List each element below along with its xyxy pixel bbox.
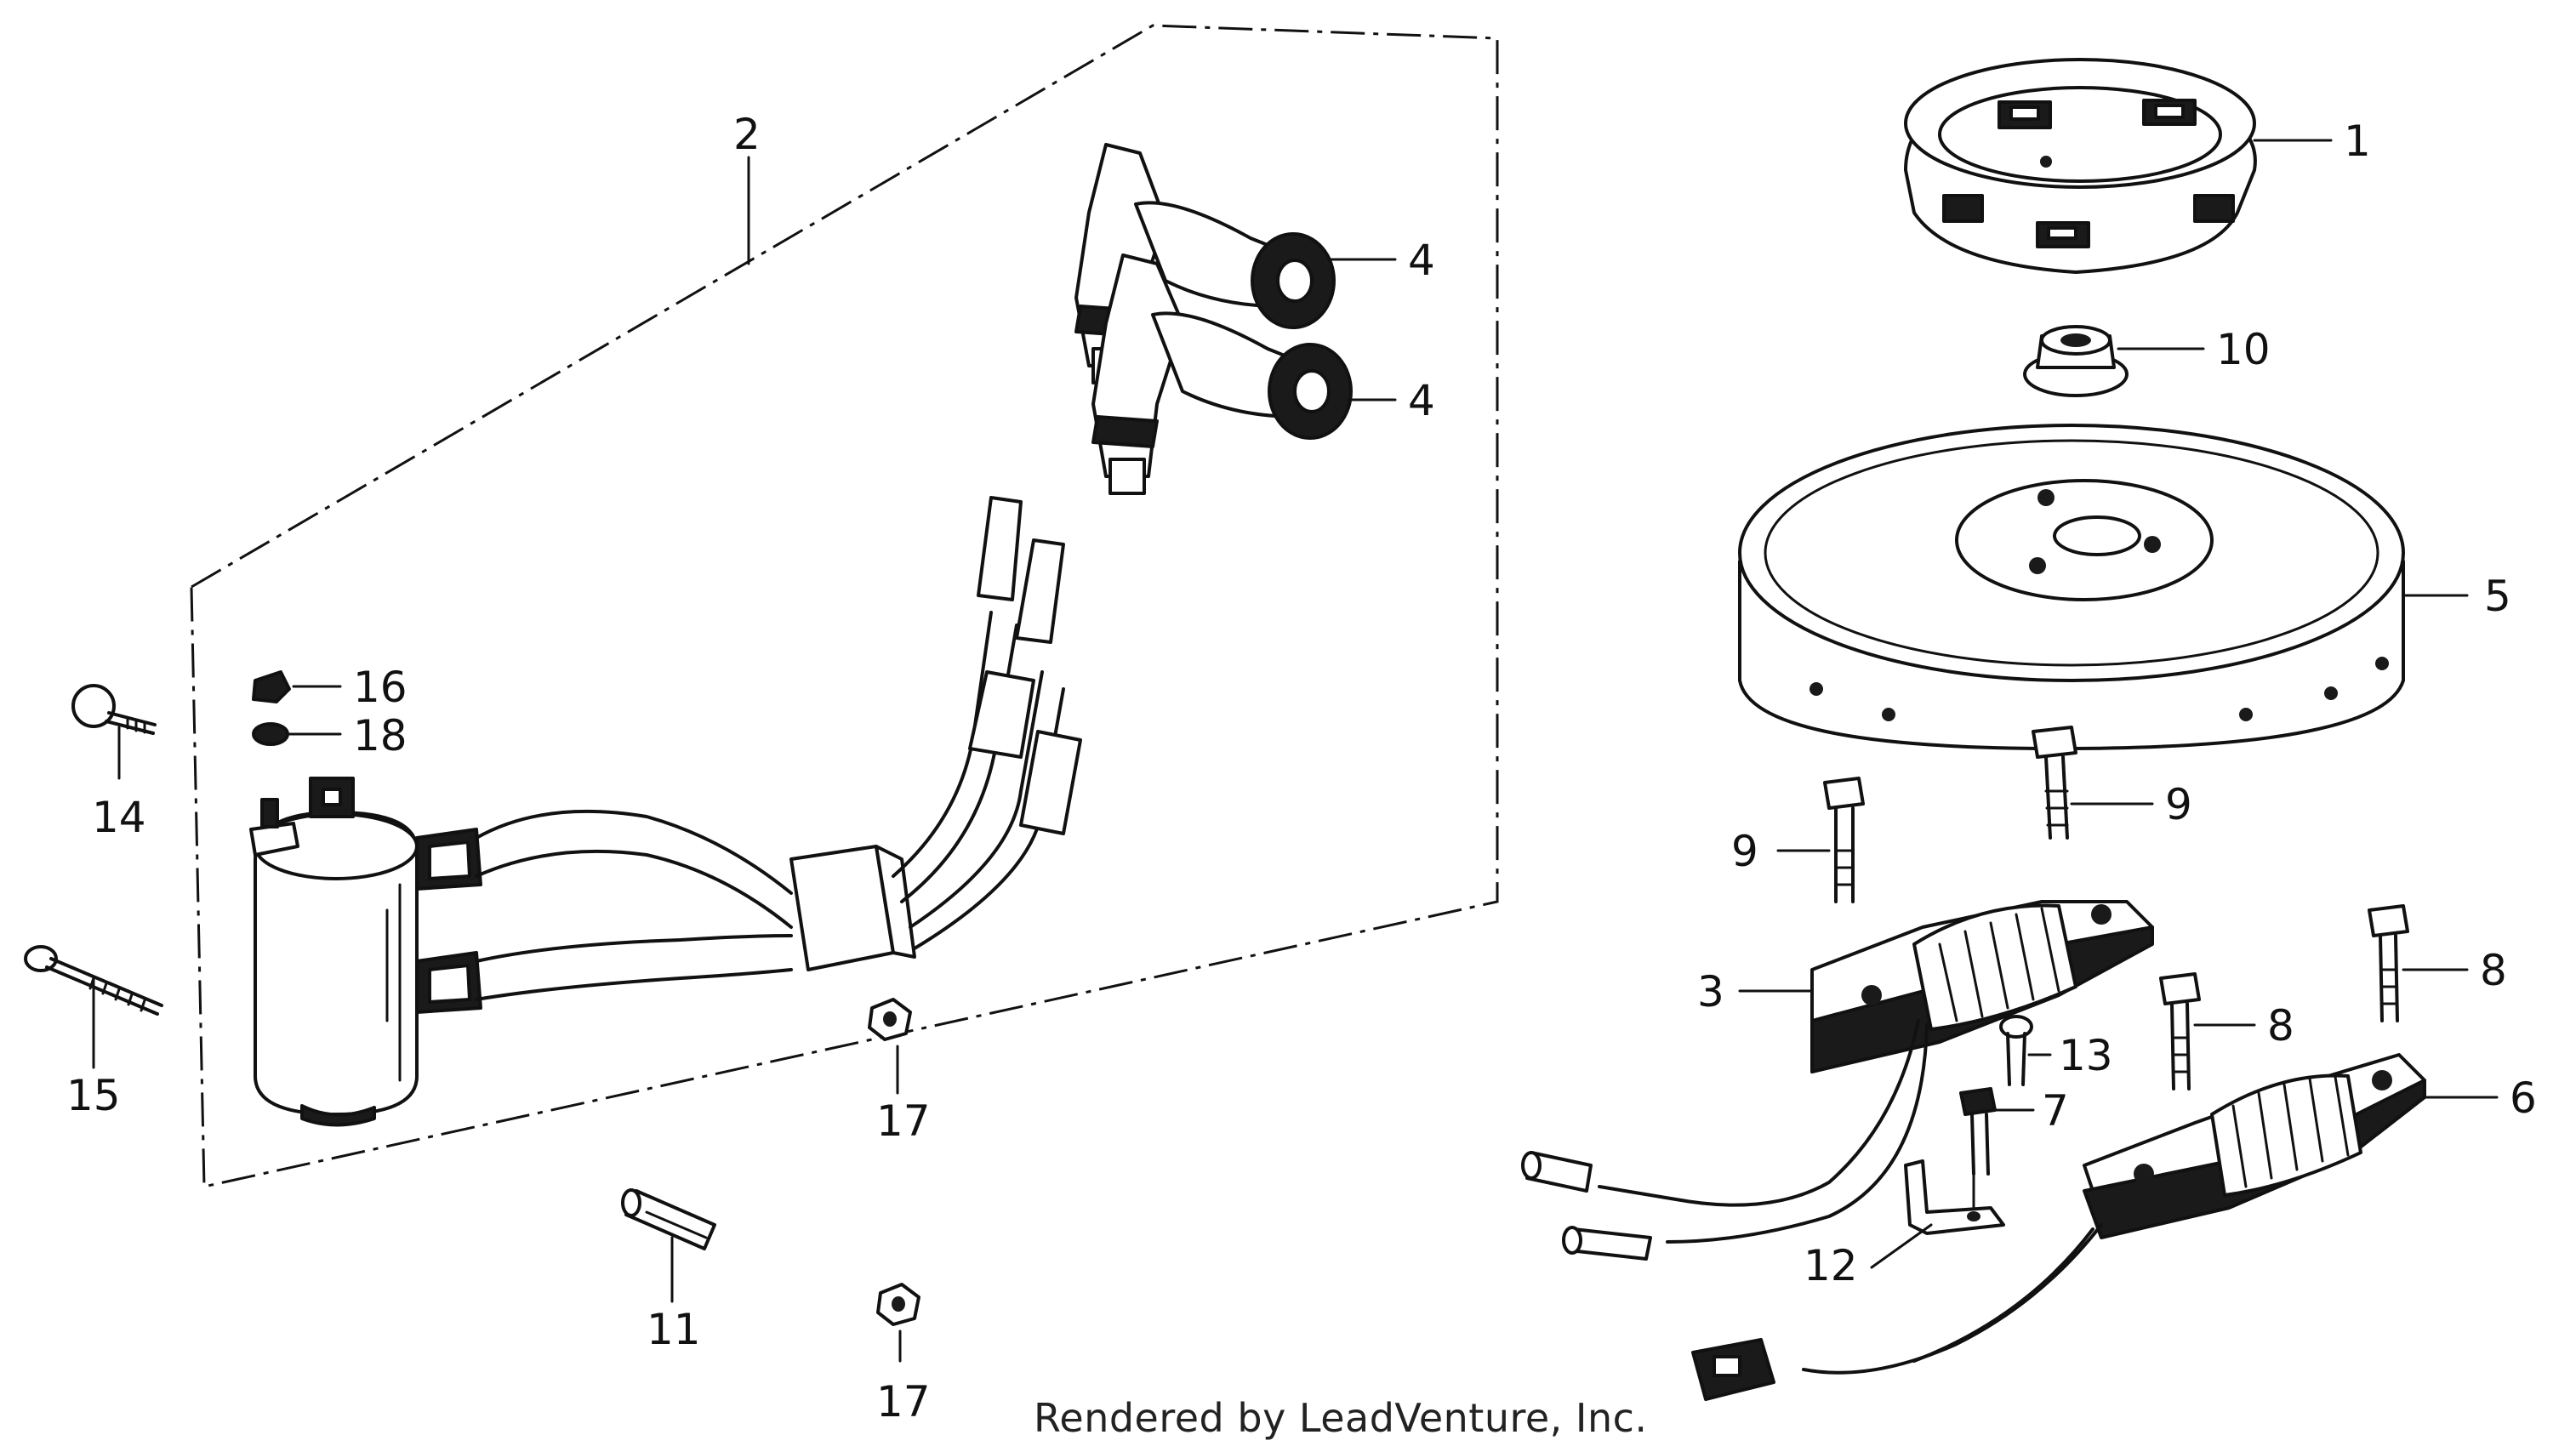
flange-nut — [2023, 325, 2129, 397]
flywheel — [1738, 424, 2405, 750]
screw-7 — [1959, 1087, 1997, 1176]
callout-15: 15 — [66, 1071, 121, 1120]
exciter-coil — [2083, 1053, 2426, 1239]
charge-coil — [1810, 900, 2154, 1073]
nut-17-upper — [868, 998, 912, 1041]
bolt-15 — [24, 945, 163, 1016]
callout-16: 16 — [353, 663, 407, 712]
high-tension-leads — [475, 496, 1082, 1001]
callout-4-upper: 4 — [1408, 236, 1435, 285]
callout-13: 13 — [2059, 1031, 2113, 1080]
callout-11: 11 — [647, 1305, 701, 1354]
callout-17-lower: 17 — [876, 1377, 931, 1426]
bolt-9-right — [2032, 726, 2077, 840]
exciter-coil-wire — [1691, 1223, 2103, 1401]
callout-12: 12 — [1804, 1241, 1858, 1290]
callout-9-right: 9 — [2165, 780, 2192, 829]
starter-pulley — [1904, 58, 2257, 274]
callout-18: 18 — [353, 711, 407, 760]
callout-3: 3 — [1697, 967, 1724, 1016]
spark-plug-cap-lower — [1091, 253, 1353, 495]
callout-labels: 1 2 3 4 4 5 6 7 8 8 9 9 10 11 12 13 14 1… — [66, 110, 2537, 1426]
ignition-coil — [249, 777, 482, 1127]
pin-11 — [621, 1188, 716, 1250]
nut-17-lower — [876, 1283, 920, 1326]
callout-2: 2 — [733, 110, 761, 159]
callout-8-right: 8 — [2480, 946, 2507, 995]
bolt-8-right — [2368, 904, 2409, 1022]
bolt-9-left — [1823, 777, 1865, 903]
bolt-8-left — [2159, 972, 2201, 1090]
callout-9-left: 9 — [1731, 827, 1758, 876]
leader-lines — [92, 139, 2499, 1363]
callout-5: 5 — [2484, 572, 2511, 621]
screw-13 — [1999, 1015, 2033, 1086]
callout-17-upper: 17 — [876, 1096, 931, 1146]
callout-8-left: 8 — [2267, 1001, 2294, 1051]
nut-16 — [252, 670, 291, 703]
callout-6: 6 — [2510, 1073, 2537, 1123]
callout-10: 10 — [2216, 325, 2271, 374]
callout-7: 7 — [2042, 1086, 2069, 1136]
render-credit: Rendered by LeadVenture, Inc. — [1034, 1395, 1648, 1441]
callout-1: 1 — [2344, 117, 2371, 166]
bolt-14 — [71, 684, 157, 735]
charge-coil-wires — [1521, 1019, 1929, 1261]
callout-4-lower: 4 — [1408, 376, 1435, 425]
washer-18 — [252, 722, 289, 746]
ignition-coil-assembly-boundary — [190, 24, 1499, 1188]
callout-14: 14 — [92, 793, 146, 842]
bracket-12 — [1904, 1159, 2005, 1235]
